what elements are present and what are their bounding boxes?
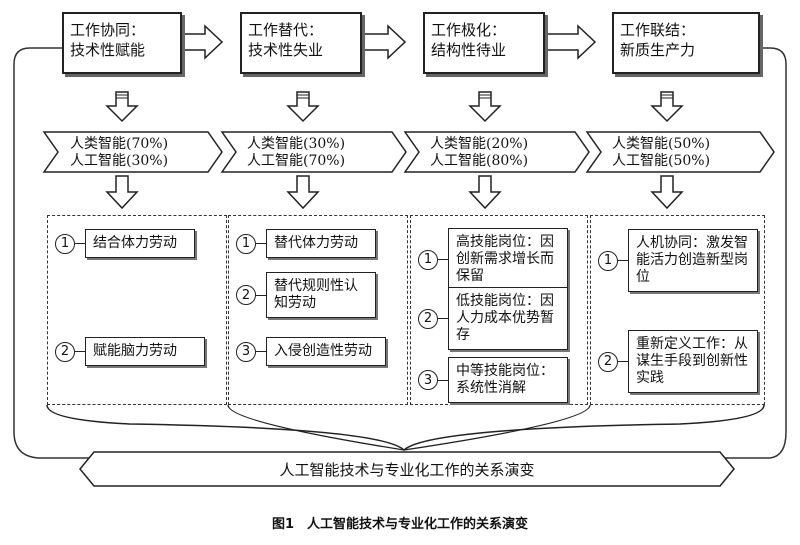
human-ratio: 人类智能(30%) xyxy=(247,136,346,152)
ratio-label-2: 人类智能(30%)人工智能(70%) xyxy=(247,136,345,170)
ratio-chevrons xyxy=(42,131,775,173)
stage-subtitle: 结构性待业 xyxy=(431,41,507,59)
list-item: 3 中等技能岗位：系统性消解 xyxy=(418,357,568,403)
list-item: 2 重新定义工作：从谋生手段到创新性实践 xyxy=(598,330,758,393)
down-arrows-mid xyxy=(105,175,684,210)
item-connector xyxy=(438,259,448,260)
list-item: 1 结合体力劳动 xyxy=(55,229,195,258)
figure-caption: 图1 人工智能技术与专业化工作的关系演变 xyxy=(271,517,529,532)
bottom-label: 人工智能技术与专业化工作的关系演变 xyxy=(279,460,535,479)
item-number: 1 xyxy=(55,233,75,254)
ratio-label-4: 人类智能(50%)人工智能(50%) xyxy=(612,136,710,170)
stage-subtitle: 技术性赋能 xyxy=(70,41,146,59)
stage-subtitle: 技术性失业 xyxy=(248,41,324,59)
down-arrows-top xyxy=(105,91,684,123)
stage-box-2: 工作替代： 技术性失业 xyxy=(240,12,362,74)
item-number: 1 xyxy=(418,249,438,270)
item-text: 中等技能岗位：系统性消解 xyxy=(448,357,568,403)
bottom-label-shape xyxy=(79,451,735,487)
item-group-1 xyxy=(47,215,227,405)
stage-arrow-2 xyxy=(360,24,407,60)
item-connector xyxy=(618,361,628,362)
stage-subtitle: 新质生产力 xyxy=(620,41,696,59)
item-group-3 xyxy=(410,215,588,405)
outer-loop xyxy=(13,47,787,459)
item-number: 1 xyxy=(598,250,618,271)
item-number: 2 xyxy=(55,341,75,362)
item-connector xyxy=(75,243,85,244)
ratio-label-3: 人类智能(20%)人工智能(80%) xyxy=(430,136,528,170)
stage-arrow-1 xyxy=(181,24,224,60)
item-number: 2 xyxy=(418,308,438,329)
item-connector xyxy=(618,260,628,261)
human-ratio: 人类智能(50%) xyxy=(612,136,711,152)
item-text: 高技能岗位：因创新需求增长而保留 xyxy=(448,228,568,291)
item-connector xyxy=(75,351,85,352)
ratio-label-1: 人类智能(70%)人工智能(30%) xyxy=(70,136,168,170)
stage-title: 工作联结： xyxy=(620,21,696,39)
item-connector xyxy=(256,294,266,296)
item-text: 入侵创造性劳动 xyxy=(266,337,386,366)
item-number: 2 xyxy=(236,285,256,305)
list-item: 2 替代规则性认知劳动 xyxy=(236,272,376,318)
item-text: 低技能岗位：因人力成本优势暂存 xyxy=(448,287,568,350)
item-text: 重新定义工作：从谋生手段到创新性实践 xyxy=(628,330,758,393)
list-item: 1 人机协同：激发智能活力创造新型岗位 xyxy=(598,229,758,292)
list-item: 2 赋能脑力劳动 xyxy=(55,337,205,366)
item-text: 赋能脑力劳动 xyxy=(85,337,205,366)
item-text: 替代规则性认知劳动 xyxy=(266,272,376,318)
human-ratio: 人类智能(70%) xyxy=(70,136,169,152)
item-number: 2 xyxy=(598,351,618,372)
item-text: 结合体力劳动 xyxy=(85,229,195,258)
stage-box-1: 工作协同： 技术性赋能 xyxy=(62,12,182,74)
item-number: 3 xyxy=(418,370,438,390)
ai-ratio: 人工智能(30%) xyxy=(70,153,169,169)
brace-center-1 xyxy=(227,404,405,451)
bottom-brace xyxy=(46,404,765,452)
item-text: 人机协同：激发智能活力创造新型岗位 xyxy=(628,229,758,292)
item-text: 替代体力劳动 xyxy=(266,229,376,258)
stage-title: 工作协同： xyxy=(70,21,146,39)
list-item: 1 高技能岗位：因创新需求增长而保留 xyxy=(418,228,568,291)
item-connector xyxy=(438,318,448,319)
item-connector xyxy=(438,379,448,381)
list-item: 3 入侵创造性劳动 xyxy=(236,337,386,366)
ai-ratio: 人工智能(80%) xyxy=(430,153,529,169)
stage-arrows xyxy=(181,24,597,60)
human-ratio: 人类智能(20%) xyxy=(430,136,529,152)
list-item: 1 替代体力劳动 xyxy=(236,229,376,258)
ai-ratio: 人工智能(70%) xyxy=(247,153,346,169)
stage-arrow-3 xyxy=(543,24,597,60)
stage-title: 工作极化： xyxy=(431,21,507,39)
item-group-2 xyxy=(228,215,408,405)
item-number: 1 xyxy=(236,233,256,254)
item-connector xyxy=(256,243,266,244)
stage-title: 工作替代： xyxy=(248,21,324,39)
list-item: 2 低技能岗位：因人力成本优势暂存 xyxy=(418,287,568,350)
item-number: 3 xyxy=(236,341,256,362)
stage-box-4: 工作联结： 新质生产力 xyxy=(612,12,760,74)
item-group-4 xyxy=(590,215,765,405)
stage-box-3: 工作极化： 结构性待业 xyxy=(423,12,545,74)
ai-ratio: 人工智能(50%) xyxy=(612,153,711,169)
down-arrow-stripes xyxy=(116,94,673,99)
item-connector xyxy=(256,351,266,352)
brace-center-2 xyxy=(403,404,591,451)
